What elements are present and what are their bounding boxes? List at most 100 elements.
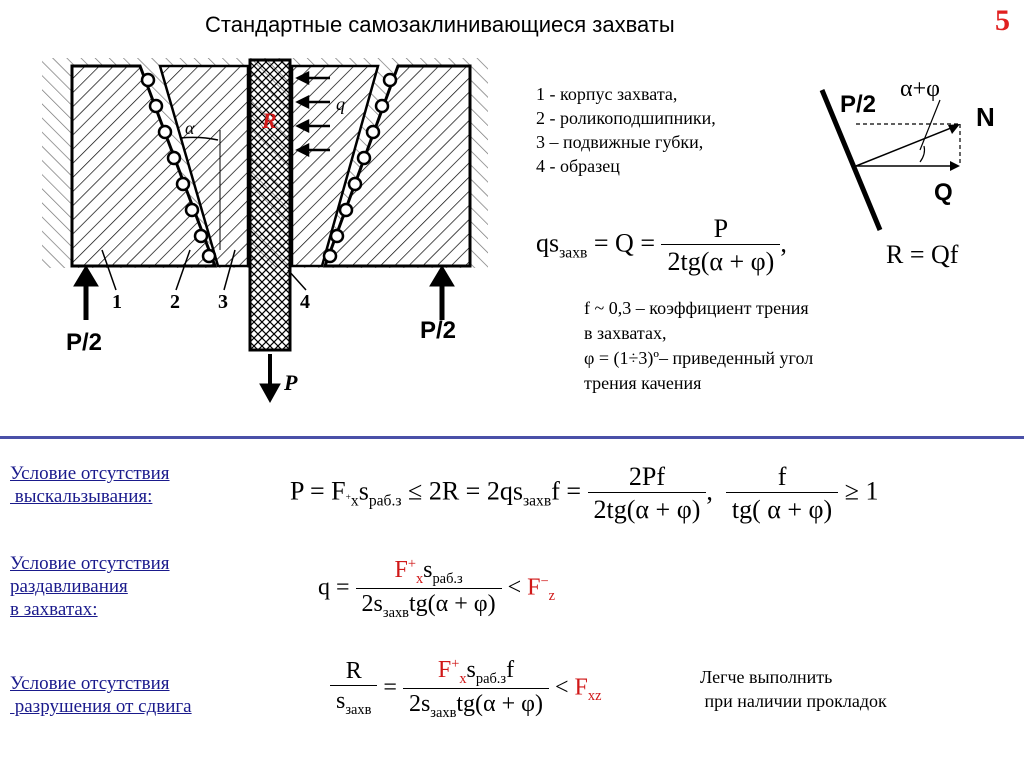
condition-shear: Условие отсутствия разрушения от сдвига — [10, 672, 192, 718]
eq1-den2: tg( α + φ) — [725, 492, 839, 525]
f1-lhs: qs — [536, 228, 560, 258]
page-number: 5 — [995, 4, 1010, 37]
eq3-s-sub: захв — [345, 702, 372, 719]
eq2-rhs-sup: − — [540, 573, 549, 590]
eq2-den-sub: захв — [382, 604, 409, 621]
note-line: при наличии прокладок — [700, 691, 887, 711]
eq3-den2-sub: захв — [430, 704, 457, 721]
rollers-right — [322, 72, 398, 264]
cond-line: в захватах: — [10, 599, 98, 620]
eq1-sub: x — [350, 492, 359, 510]
part-1: 1 — [112, 291, 122, 313]
legend-item: 4 - образец — [536, 156, 620, 176]
f1-den: 2tg(α + φ) — [661, 244, 781, 277]
eq3-F: F — [437, 657, 452, 683]
vector-Q: Q — [934, 179, 953, 206]
eq3-eq: = — [377, 674, 403, 701]
eq2-F-sub: x — [415, 570, 424, 587]
note-line: трения качения — [584, 373, 702, 393]
eq2-frac: F+xsраб.з 2sзахвtg(α + φ) — [355, 556, 502, 622]
cond-line: Условие отсутствия — [10, 673, 170, 694]
part-4: 4 — [300, 291, 310, 313]
eq3-f: f — [506, 657, 515, 683]
parts-legend: 1 - корпус захвата, 2 - роликоподшипники… — [536, 82, 716, 178]
force-left-label: P/2 — [66, 329, 102, 356]
f1-sub: захв — [559, 244, 588, 262]
gasket-note: Легче выполнить при наличии прокладок — [700, 665, 887, 713]
eq3-lt: < — [548, 674, 575, 701]
condition-slip: Условие отсутствия выскальзывания: — [10, 462, 170, 508]
eq1-sup: + — [345, 492, 351, 503]
formula-R: R = Qf — [886, 240, 959, 269]
eq1-num: 2Pf — [628, 462, 666, 491]
eq1-mid2: f = — [551, 476, 588, 506]
legend-item: 2 - роликоподшипники, — [536, 108, 716, 128]
eq3-rhs-F: F — [574, 674, 588, 701]
eq2-den: 2s — [361, 590, 383, 617]
note-line: в захватах, — [584, 323, 667, 343]
eq3-R: R — [345, 658, 362, 685]
cond-line: раздавливания — [10, 576, 128, 597]
force-vector-diagram: P/2 α+φ N Q — [819, 76, 995, 231]
eq3-num-s: s — [466, 657, 476, 683]
eq2-s: s — [423, 557, 433, 583]
force-right-label: P/2 — [420, 317, 456, 344]
eq2-den-tail: tg(α + φ) — [408, 590, 496, 617]
eq1-num2: f — [777, 462, 787, 491]
eq1-den: 2tg(α + φ) — [587, 492, 707, 525]
eq2-F-sup: + — [407, 556, 416, 572]
grip-diagram: q R α 1 2 3 4 P/2 P/2 P — [42, 58, 488, 404]
eq3-F-sub: x — [459, 670, 467, 687]
f1-comma: , — [780, 228, 787, 258]
specimen — [248, 58, 292, 352]
eq2-F: F — [394, 557, 408, 583]
part-2: 2 — [170, 291, 180, 313]
part-3: 3 — [218, 291, 228, 313]
eq2-rhs-sub: z — [548, 588, 555, 605]
eq2-rhs-F: F — [527, 574, 541, 601]
legend-item: 1 - корпус захвата, — [536, 84, 678, 104]
legend-item: 3 – подвижные губки, — [536, 132, 704, 152]
f1-num: P — [713, 214, 729, 243]
vector-P2: P/2 — [840, 91, 876, 118]
note-line: f ~ 0,3 – коэффициент трения — [584, 298, 809, 318]
force-down-label: P — [283, 370, 298, 395]
eq1-mid: ≤ 2R = 2qs — [401, 476, 523, 506]
eq1-s: s — [358, 476, 369, 506]
eq2-s-sub: раб.з — [432, 570, 463, 587]
f1-eq: = Q = — [587, 228, 662, 258]
eq2-lt: < — [501, 574, 528, 601]
cond-line: Условие отсутствия — [10, 553, 170, 574]
eq3-num-s-sub: раб.з — [475, 670, 507, 687]
label-R: R — [261, 108, 277, 133]
condition-crush: Условие отсутствия раздавливания в захва… — [10, 552, 170, 621]
eq3-den2-tail: tg(α + φ) — [456, 690, 543, 717]
note-line: φ = (1÷3)º– приведенный угол — [584, 348, 814, 368]
label-alpha: α — [185, 118, 195, 138]
eq3-F-sup: + — [451, 656, 460, 672]
eq1-tail: ≥ 1 — [838, 476, 879, 506]
eq1-s-sub: раб.з — [368, 492, 402, 510]
label-q: q — [336, 94, 345, 114]
eq1-comma: , — [706, 476, 713, 506]
friction-notes: f ~ 0,3 – коэффициент трения в захватах,… — [584, 296, 813, 396]
cond-line: Условие отсутствия — [10, 463, 170, 484]
eq2-lhs: q = — [318, 574, 356, 601]
eq3-s: s — [336, 688, 346, 715]
section-divider — [0, 436, 1024, 439]
eq3-rhs-sub: xz — [587, 688, 602, 705]
eq1-lhs: P = F — [290, 476, 346, 506]
vector-N: N — [976, 102, 995, 132]
page-title: Стандартные самозаклинивающиеся захваты — [205, 12, 675, 37]
note-line: Легче выполнить — [700, 667, 833, 687]
rollers-left — [140, 72, 217, 264]
